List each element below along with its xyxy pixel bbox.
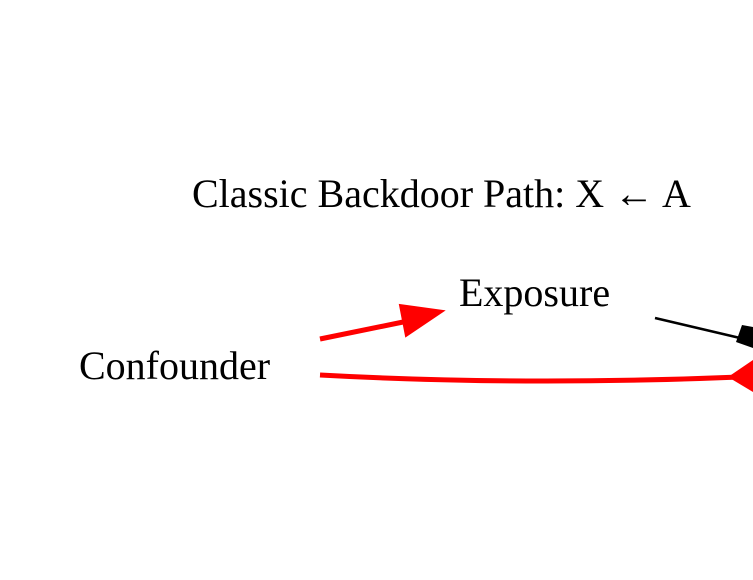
edge-exposure-outcome-arrowhead (736, 325, 753, 348)
edge-confounder-exposure (319, 303, 446, 342)
node-exposure: Exposure (459, 270, 611, 315)
diagram-title: Classic Backdoor Path: X ← A (192, 171, 691, 216)
edge-exposure-outcome-line (654, 316, 741, 340)
edge-exposure-outcome (654, 316, 753, 348)
edge-confounder-exposure-arrowhead (398, 303, 446, 338)
edge-confounder-outcome-arrowhead (728, 360, 753, 392)
edge-confounder-outcome-line (319, 372, 741, 384)
edge-confounder-outcome (319, 360, 753, 392)
edge-confounder-exposure-line (319, 318, 409, 342)
node-confounder: Confounder (79, 343, 271, 388)
